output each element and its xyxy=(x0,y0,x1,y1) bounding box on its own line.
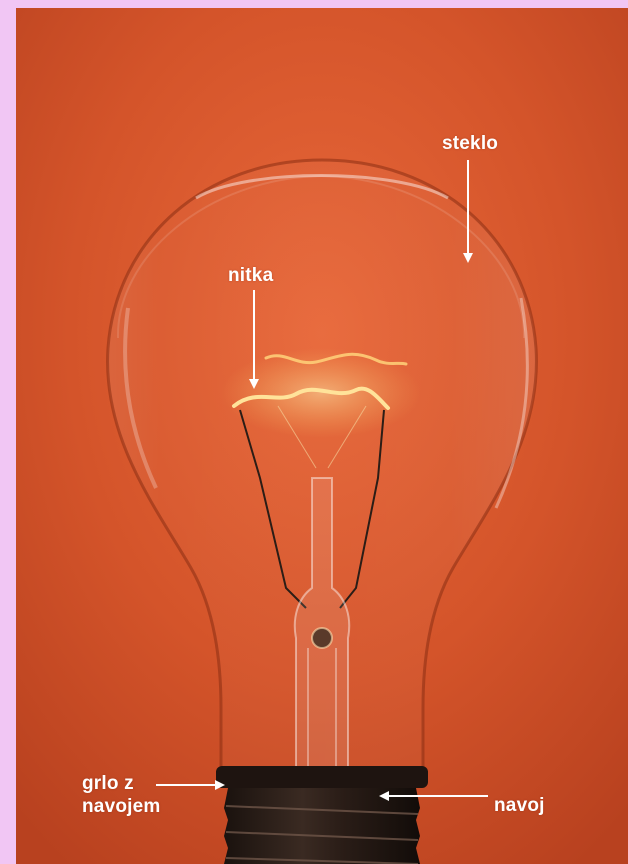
stem-bead xyxy=(312,628,332,648)
label-grlo-line2: navojem xyxy=(82,795,161,818)
lightbulb-photo xyxy=(16,8,628,864)
socket-collar xyxy=(216,766,428,788)
screw-base xyxy=(224,788,420,864)
label-grlo-z-navojem: grlo z navojem xyxy=(82,772,161,818)
label-steklo: steklo xyxy=(442,132,498,155)
label-navoj: navoj xyxy=(494,794,545,817)
label-grlo-line1: grlo z xyxy=(82,772,161,795)
image-frame: steklo nitka grlo z navojem navoj xyxy=(16,8,628,864)
label-nitka: nitka xyxy=(228,264,273,287)
